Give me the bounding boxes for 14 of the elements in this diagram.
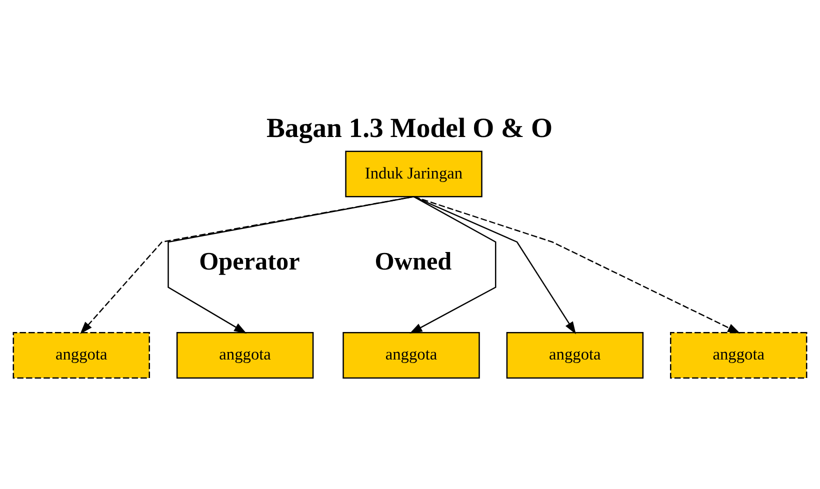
- arrow: [168, 196, 414, 334]
- label: Operator: [199, 248, 300, 276]
- node-box: anggota: [12, 332, 150, 379]
- diagram-title: Bagan 1.3 Model O & O: [266, 112, 553, 143]
- node-box: anggota: [342, 332, 480, 379]
- arrow: [410, 196, 496, 334]
- node-box: anggota: [670, 332, 808, 379]
- arrow: [414, 196, 740, 334]
- arrow: [414, 196, 576, 334]
- node-box: anggota: [506, 332, 644, 379]
- arrow: [80, 196, 414, 334]
- node-box: anggota: [176, 332, 314, 379]
- node-box: Induk Jaringan: [345, 150, 482, 198]
- label: Owned: [374, 248, 452, 276]
